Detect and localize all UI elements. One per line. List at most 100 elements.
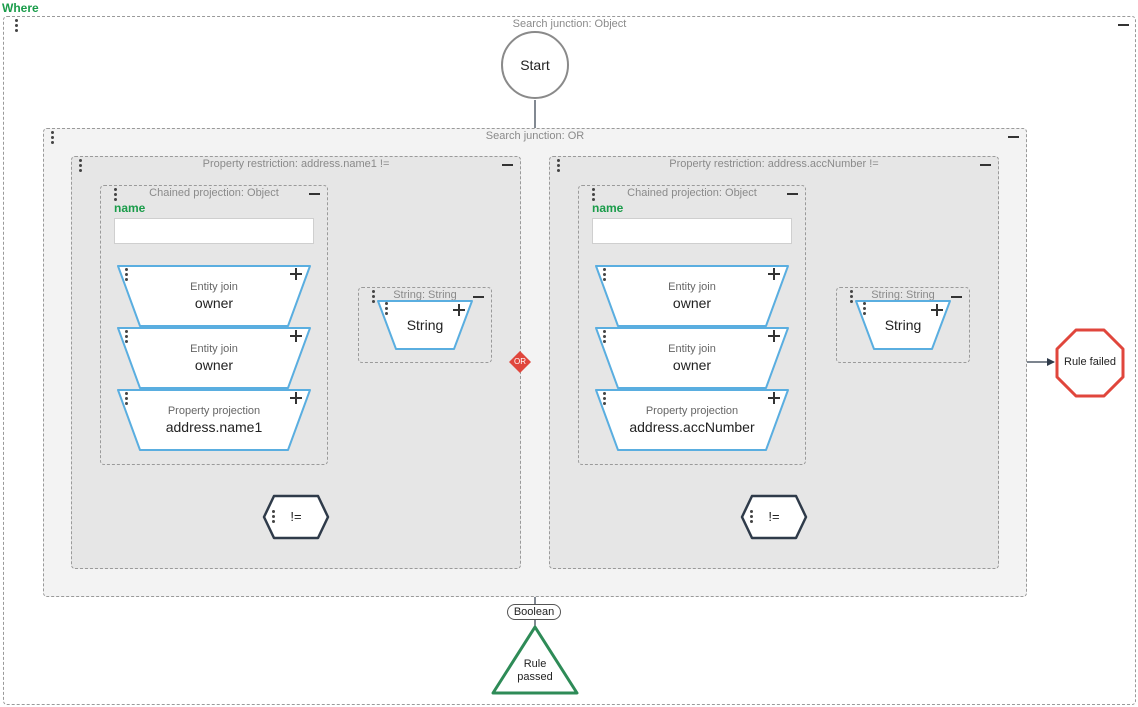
left-restriction-collapse-icon[interactable]: [502, 164, 513, 166]
right-restriction-menu-icon[interactable]: [555, 159, 561, 173]
right-chain-collapse-icon[interactable]: [787, 193, 798, 195]
right-entity-join-1-kind: Entity join: [668, 281, 716, 293]
left-entity-join-1-name: owner: [194, 295, 234, 311]
outer-search-junction: Search junction: Object: [3, 16, 1136, 705]
or-search-junction-title: Search junction: OR: [485, 130, 585, 142]
left-restriction-title: Property restriction: address.name1 !=: [202, 158, 390, 170]
right-property-projection[interactable]: Property projection address.accNumber: [594, 388, 790, 452]
left-string-value-node[interactable]: String: [376, 299, 474, 351]
left-entity-join-1-kind: Entity join: [190, 281, 238, 293]
left-entity-join-2-menu-icon[interactable]: [123, 330, 129, 344]
outer-collapse-icon[interactable]: [1118, 24, 1129, 26]
left-chain-menu-icon[interactable]: [112, 188, 118, 202]
pass-triangle-icon: [491, 625, 579, 695]
left-property-projection-name: address.name1: [165, 419, 263, 435]
left-operator-label: !=: [290, 509, 302, 524]
left-entity-join-2-name: owner: [194, 357, 234, 373]
right-entity-join-2-name: owner: [672, 357, 712, 373]
left-property-projection-add-icon[interactable]: [290, 392, 302, 404]
left-entity-join-2-kind: Entity join: [190, 343, 238, 355]
left-operator-menu-icon[interactable]: [270, 510, 276, 524]
stop-octagon-icon: [1055, 328, 1125, 398]
right-restriction-collapse-icon[interactable]: [980, 164, 991, 166]
right-string-box-collapse-icon[interactable]: [951, 296, 962, 298]
left-chain-title: Chained projection: Object: [149, 187, 279, 199]
right-operator-node[interactable]: !=: [740, 494, 808, 540]
left-string-value-text: String: [406, 317, 444, 333]
left-entity-join-1-shape: [117, 265, 311, 327]
right-operator-label: !=: [768, 509, 780, 524]
left-string-value-add-icon[interactable]: [453, 304, 465, 316]
left-chain-field-label: name: [114, 201, 146, 215]
rule-passed-node[interactable]: Rule passed: [490, 624, 580, 696]
right-chain-menu-icon[interactable]: [590, 188, 596, 202]
left-chain-name-input[interactable]: [114, 218, 314, 244]
or-diamond[interactable]: OR: [508, 350, 532, 374]
boolean-label: Boolean: [507, 604, 561, 620]
right-property-projection-menu-icon[interactable]: [601, 392, 607, 406]
or-diamond-icon: [509, 351, 531, 373]
right-operator-menu-icon[interactable]: [748, 510, 754, 524]
right-entity-join-2-kind: Entity join: [668, 343, 716, 355]
left-entity-join-1-menu-icon[interactable]: [123, 268, 129, 282]
left-string-box-title: String: String: [393, 289, 457, 301]
right-property-projection-add-icon[interactable]: [768, 392, 780, 404]
right-string-value-shape: [855, 300, 951, 350]
right-string-value-text: String: [884, 317, 922, 333]
right-chain-title: Chained projection: Object: [627, 187, 757, 199]
left-operator-node[interactable]: !=: [262, 494, 330, 540]
outer-search-junction-title: Search junction: Object: [512, 18, 627, 30]
right-string-box-title: String: String: [871, 289, 935, 301]
left-property-projection-kind: Property projection: [167, 405, 261, 417]
right-entity-join-1-menu-icon[interactable]: [601, 268, 607, 282]
right-entity-join-1-name: owner: [672, 295, 712, 311]
left-entity-join-2-add-icon[interactable]: [290, 330, 302, 342]
or-collapse-icon[interactable]: [1008, 136, 1019, 138]
start-circle-icon: [501, 31, 569, 99]
left-property-projection-menu-icon[interactable]: [123, 392, 129, 406]
left-property-projection-shape: [117, 389, 311, 451]
left-string-value-shape: [377, 300, 473, 350]
rule-passed-line2: passed: [517, 671, 553, 683]
right-string-box-menu-icon[interactable]: [848, 290, 854, 304]
rule-failed-label: Rule failed: [1064, 356, 1116, 368]
where-label: Where: [2, 1, 39, 15]
right-string-value-menu-icon[interactable]: [861, 302, 867, 316]
left-restriction-menu-icon[interactable]: [77, 159, 83, 173]
left-string-value-menu-icon[interactable]: [383, 302, 389, 316]
right-string-value-add-icon[interactable]: [931, 304, 943, 316]
right-property-projection-kind: Property projection: [645, 405, 739, 417]
left-string-box-menu-icon[interactable]: [370, 290, 376, 304]
left-string-box-collapse-icon[interactable]: [473, 296, 484, 298]
rule-failed-node[interactable]: Rule failed: [1055, 328, 1125, 398]
start-label: Start: [520, 57, 550, 73]
right-chain-field-label: name: [592, 201, 624, 215]
right-property-projection-shape: [595, 389, 789, 451]
right-entity-join-2-menu-icon[interactable]: [601, 330, 607, 344]
right-string-box: String: String: [836, 287, 970, 363]
right-entity-join-1-add-icon[interactable]: [768, 268, 780, 280]
right-entity-join-2-shape: [595, 327, 789, 389]
right-restriction-title: Property restriction: address.accNumber …: [669, 158, 879, 170]
right-entity-join-2[interactable]: Entity join owner: [594, 326, 790, 390]
left-entity-join-1[interactable]: Entity join owner: [116, 264, 312, 328]
right-entity-join-1-shape: [595, 265, 789, 327]
right-entity-join-1[interactable]: Entity join owner: [594, 264, 790, 328]
right-string-value-node[interactable]: String: [854, 299, 952, 351]
right-entity-join-2-add-icon[interactable]: [768, 330, 780, 342]
outer-menu-icon[interactable]: [13, 19, 19, 33]
start-node[interactable]: Start: [500, 30, 570, 100]
left-entity-join-1-add-icon[interactable]: [290, 268, 302, 280]
right-property-projection-name: address.accNumber: [629, 419, 755, 435]
or-menu-icon[interactable]: [49, 131, 55, 145]
left-entity-join-2[interactable]: Entity join owner: [116, 326, 312, 390]
boolean-label-text: Boolean: [513, 606, 555, 618]
right-operator-shape: [740, 494, 808, 540]
or-diamond-label: OR: [514, 357, 526, 366]
left-property-projection[interactable]: Property projection address.name1: [116, 388, 312, 452]
left-entity-join-2-shape: [117, 327, 311, 389]
right-chain-name-input[interactable]: [592, 218, 792, 244]
rule-passed-line1: Rule: [523, 658, 547, 670]
left-operator-shape: [262, 494, 330, 540]
left-chain-collapse-icon[interactable]: [309, 193, 320, 195]
